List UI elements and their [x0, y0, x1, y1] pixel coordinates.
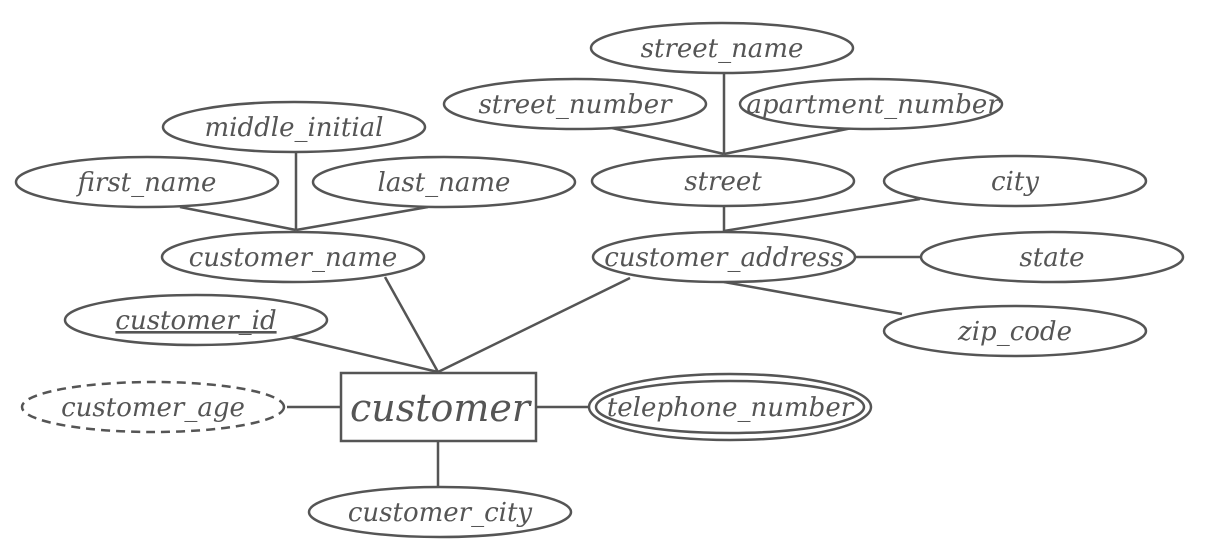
attr-street: street: [590, 154, 856, 208]
attr-last-name-label: last_name: [378, 168, 511, 198]
attr-middle-initial-label: middle_initial: [205, 113, 384, 143]
entity-customer-label: customer: [350, 386, 533, 430]
link-street-number: [611, 126, 725, 156]
link-customer-id: [289, 335, 439, 374]
attr-street-name: street_name: [589, 21, 855, 75]
attr-street-label: street: [684, 167, 762, 197]
attr-state: state: [919, 230, 1185, 284]
attr-last-name: last_name: [311, 155, 577, 209]
link-customer-name: [383, 276, 440, 373]
attr-middle-initial: middle_initial: [161, 100, 427, 154]
connectors: [179, 72, 921, 486]
attr-street-number: street_number: [442, 77, 708, 131]
link-last-name: [295, 205, 429, 232]
attr-apartment-number-label: apartment_number: [746, 90, 1001, 120]
attr-customer-age: customer_age: [20, 380, 286, 434]
attr-state-label: state: [1019, 243, 1084, 273]
attr-customer-id-label: customer_id: [115, 306, 276, 336]
attr-zip-code: zip_code: [882, 304, 1148, 358]
link-zip-code: [723, 280, 903, 316]
entity-customer: customer: [339, 371, 538, 443]
attr-first-name: first_name: [14, 155, 280, 209]
link-city: [723, 197, 921, 233]
attr-street-number-label: street_number: [478, 90, 673, 120]
attr-customer-address: customer_address: [591, 230, 857, 284]
link-apartment-number: [723, 126, 853, 156]
attr-customer-age-label: customer_age: [61, 393, 245, 423]
link-first-name: [179, 205, 297, 232]
link-customer-address: [437, 276, 631, 374]
attr-first-name-label: first_name: [76, 168, 217, 198]
attr-customer-city: customer_city: [307, 485, 573, 539]
attr-street-name-label: street_name: [641, 34, 804, 64]
attr-customer-city-label: customer_city: [348, 498, 533, 528]
attr-city-label: city: [991, 167, 1039, 197]
attr-zip-code-label: zip_code: [957, 317, 1072, 347]
attr-telephone-number: telephone_number: [587, 372, 873, 442]
attr-customer-name: customer_name: [160, 230, 426, 284]
attr-customer-id: customer_id: [63, 293, 329, 347]
attr-telephone-number-label: telephone_number: [607, 393, 855, 423]
attr-customer-name-label: customer_name: [189, 243, 398, 273]
attr-customer-address-label: customer_address: [604, 243, 844, 273]
attr-apartment-number: apartment_number: [738, 77, 1004, 131]
attr-city: city: [882, 154, 1148, 208]
